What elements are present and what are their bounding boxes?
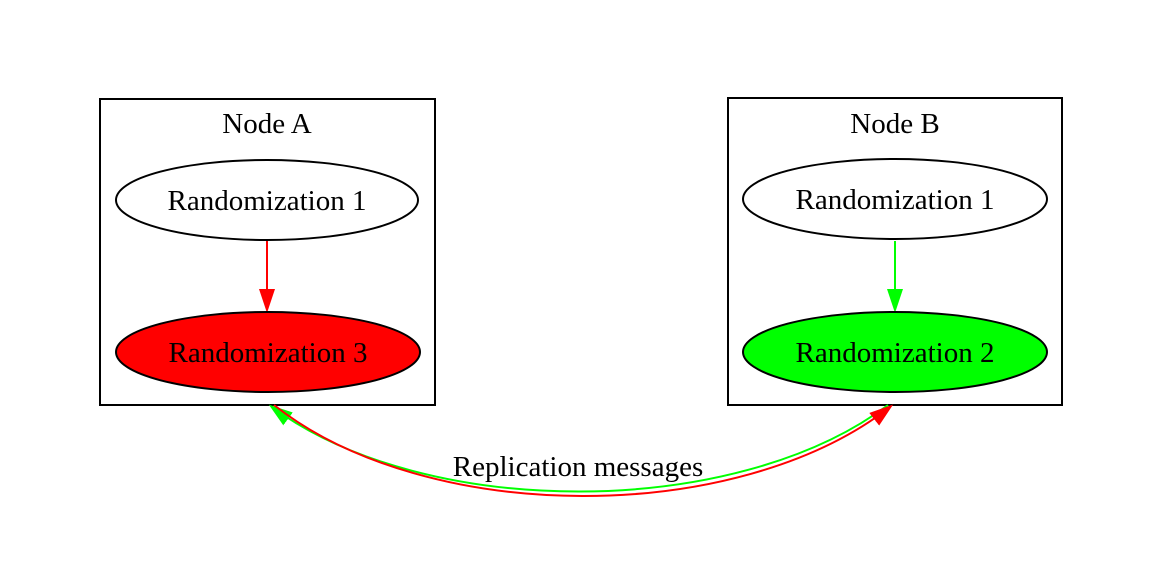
node-b-randomization-1-ellipse bbox=[742, 158, 1048, 240]
node-a-box bbox=[99, 98, 436, 406]
node-a-randomization-1-ellipse bbox=[115, 159, 419, 241]
node-a-randomization-3-ellipse bbox=[115, 311, 421, 393]
node-b-randomization-1-label: Randomization 1 bbox=[796, 184, 995, 216]
node-a-title: Node A bbox=[222, 108, 311, 140]
node-a-randomization-3-label: Randomization 3 bbox=[169, 337, 368, 369]
node-b-randomization-2-ellipse bbox=[742, 311, 1048, 393]
node-a-randomization-1-label: Randomization 1 bbox=[168, 185, 367, 217]
node-b-randomization-2-label: Randomization 2 bbox=[796, 337, 995, 369]
replication-edge-label: Replication messages bbox=[453, 451, 703, 483]
replication-edges: Replication messages bbox=[268, 404, 894, 497]
node-b-box bbox=[727, 97, 1063, 406]
node-a-cluster: Node A Randomization 1 Randomization 3 bbox=[99, 98, 436, 406]
node-b-cluster: Node B Randomization 1 Randomization 2 bbox=[727, 97, 1063, 406]
replication-edge-a-to-b bbox=[273, 404, 894, 497]
node-b-title: Node B bbox=[850, 108, 939, 140]
